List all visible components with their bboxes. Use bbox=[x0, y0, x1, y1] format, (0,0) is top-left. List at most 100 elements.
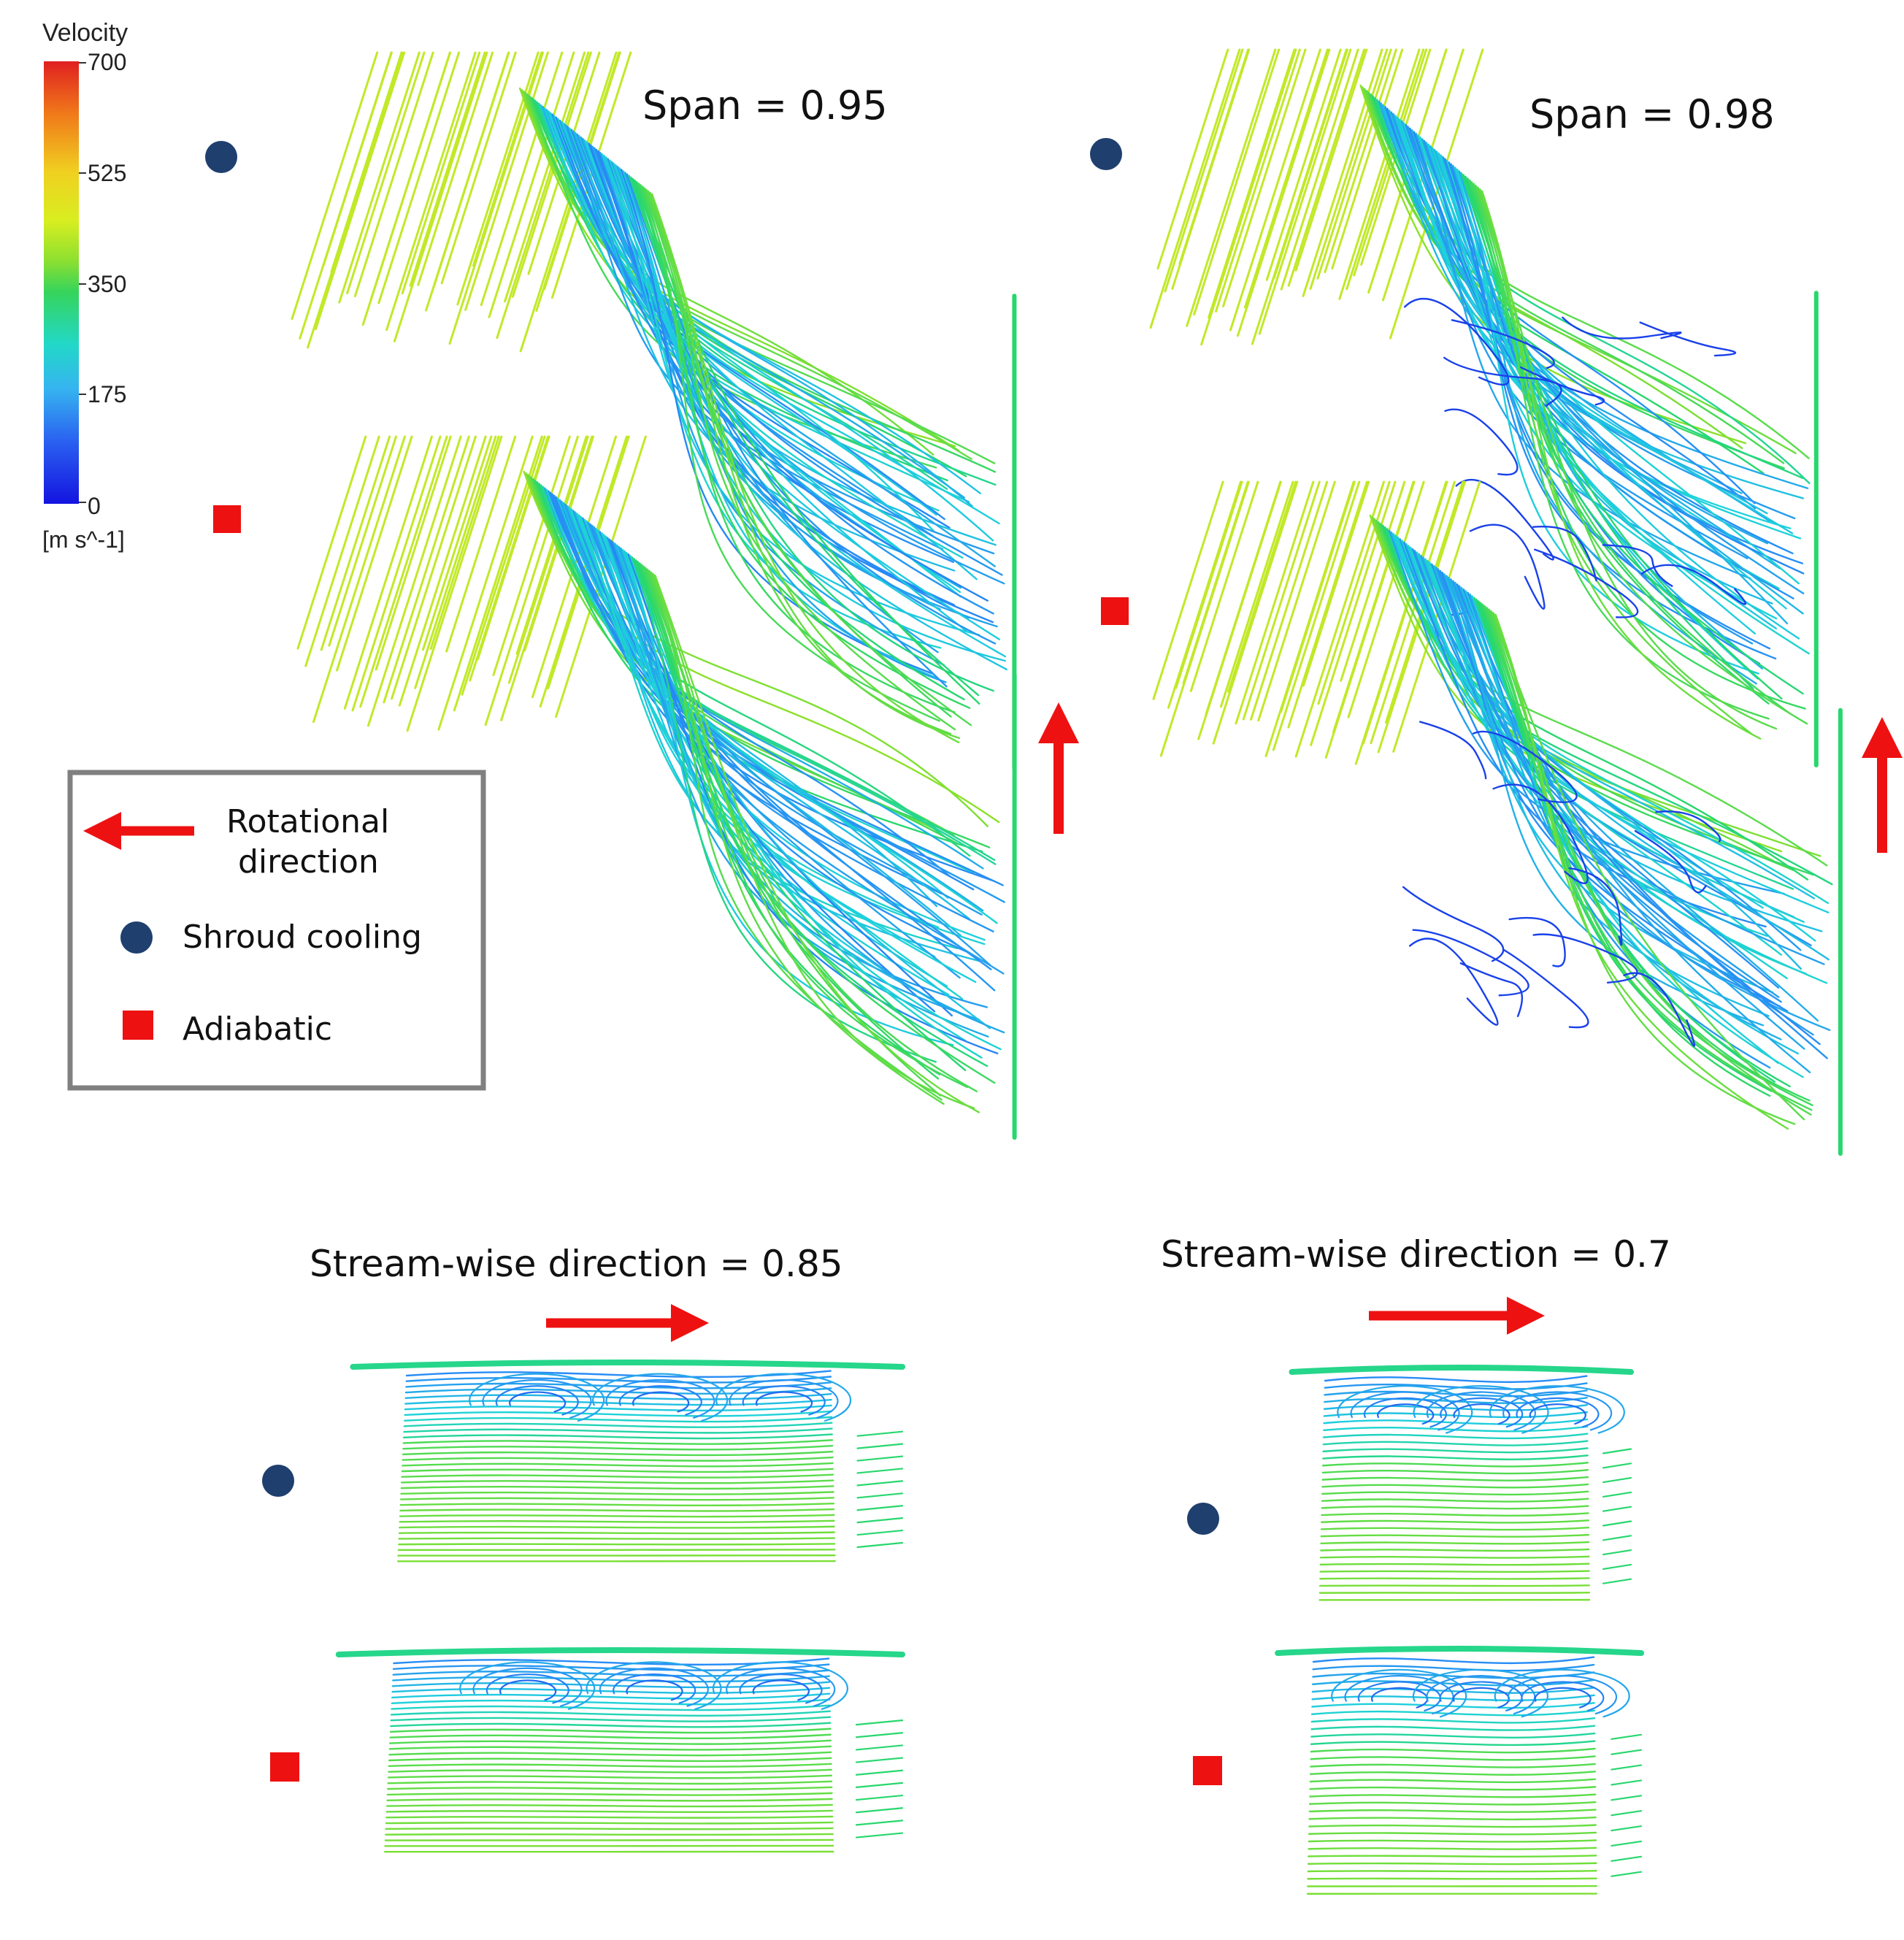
streamline bbox=[1280, 480, 1356, 713]
streamline bbox=[1310, 1717, 1596, 1724]
streamline bbox=[1470, 181, 1792, 715]
streamline bbox=[1639, 321, 1737, 357]
streamline bbox=[387, 1780, 833, 1785]
streamline bbox=[1322, 1454, 1589, 1460]
streamline bbox=[1287, 48, 1366, 287]
colorbar-unit: [m s^-1] bbox=[42, 526, 125, 553]
streamline bbox=[314, 51, 406, 331]
streamline bbox=[385, 1833, 834, 1836]
streamline bbox=[383, 435, 470, 704]
streamline bbox=[484, 435, 579, 726]
streamline bbox=[616, 165, 945, 667]
streamline bbox=[375, 435, 452, 671]
streamline bbox=[509, 1391, 567, 1413]
adiabatic-marker bbox=[213, 505, 241, 533]
streamline bbox=[591, 145, 941, 610]
streamline bbox=[1309, 1786, 1597, 1791]
streamline bbox=[1309, 1778, 1597, 1784]
streamline bbox=[377, 51, 461, 304]
streamline bbox=[482, 1379, 592, 1419]
streamline bbox=[1623, 972, 1696, 1047]
streamline bbox=[633, 558, 989, 1067]
streamline bbox=[1338, 48, 1421, 300]
streamline bbox=[404, 1392, 832, 1400]
streamline bbox=[1312, 1663, 1595, 1672]
streamline bbox=[388, 1757, 832, 1763]
streamline bbox=[1307, 1885, 1597, 1887]
streamline bbox=[596, 529, 948, 987]
streamline bbox=[1152, 480, 1224, 700]
streamline bbox=[1164, 48, 1244, 293]
streamline bbox=[855, 1732, 904, 1738]
streamline bbox=[336, 435, 413, 672]
streamline bbox=[1502, 948, 1589, 1029]
streamline bbox=[856, 1468, 904, 1474]
streamline bbox=[1321, 1490, 1589, 1496]
streamline bbox=[1439, 1681, 1523, 1711]
streamline bbox=[1280, 48, 1359, 291]
streamline bbox=[1602, 1520, 1632, 1527]
streamline bbox=[1448, 161, 1777, 660]
streamline bbox=[1208, 48, 1296, 319]
streamline bbox=[1412, 1668, 1548, 1718]
streamline bbox=[1426, 1675, 1536, 1715]
streamline bbox=[635, 559, 967, 1072]
streamline bbox=[1321, 1498, 1589, 1503]
streamline bbox=[1310, 1747, 1596, 1754]
streamline bbox=[856, 1529, 904, 1536]
streamline bbox=[1308, 1801, 1597, 1806]
streamline bbox=[406, 435, 503, 732]
streamline bbox=[1529, 1403, 1586, 1425]
streamline bbox=[856, 1480, 904, 1487]
streamline bbox=[1319, 1577, 1590, 1580]
panel-span-095: Span = 0.95 bbox=[205, 51, 1079, 1140]
streamline bbox=[389, 1739, 832, 1745]
streamline bbox=[391, 1692, 831, 1700]
streamline bbox=[1479, 188, 1753, 735]
streamline bbox=[403, 1427, 833, 1434]
streamline bbox=[328, 435, 397, 647]
streamline bbox=[1308, 1847, 1597, 1850]
streamline bbox=[391, 435, 477, 700]
streamline bbox=[1602, 1578, 1632, 1584]
colorbar-tick-0: 0 bbox=[88, 493, 101, 519]
streamline bbox=[1308, 1855, 1597, 1858]
streamline bbox=[515, 435, 588, 655]
streamline bbox=[1389, 48, 1484, 340]
streamline bbox=[726, 1667, 836, 1707]
streamline bbox=[1308, 1809, 1597, 1813]
streamline bbox=[1316, 48, 1392, 280]
streamline bbox=[1319, 1570, 1590, 1573]
streamline bbox=[391, 1704, 831, 1711]
streamline bbox=[1611, 1840, 1643, 1847]
streamline bbox=[330, 51, 403, 273]
streamline bbox=[437, 435, 534, 731]
streamline bbox=[1294, 48, 1368, 272]
streamline bbox=[1634, 829, 1707, 894]
streamline bbox=[1418, 553, 1830, 961]
streamline bbox=[351, 435, 442, 712]
streamline bbox=[1156, 48, 1229, 270]
streamline bbox=[1310, 1725, 1596, 1731]
streamline bbox=[1611, 1749, 1643, 1755]
streamline bbox=[343, 435, 433, 710]
streamline bbox=[607, 158, 997, 645]
streamline bbox=[1311, 1679, 1595, 1687]
streamline bbox=[1347, 480, 1425, 718]
streamline bbox=[495, 1385, 579, 1416]
colorbar: Velocity 700 525 350 175 0 [m s^-1] bbox=[42, 19, 128, 553]
streamline bbox=[1456, 168, 1759, 680]
streamline bbox=[291, 51, 379, 321]
streamline bbox=[654, 574, 980, 1113]
streamline bbox=[507, 435, 589, 684]
streamline bbox=[398, 1537, 836, 1540]
streamline bbox=[1243, 48, 1329, 309]
streamline bbox=[1311, 1687, 1595, 1694]
streamline bbox=[650, 193, 960, 743]
streamline bbox=[622, 170, 938, 679]
streamline bbox=[1568, 867, 1623, 946]
streamline bbox=[1488, 608, 1812, 1116]
streamline bbox=[392, 1669, 830, 1677]
streamline bbox=[632, 1391, 690, 1413]
